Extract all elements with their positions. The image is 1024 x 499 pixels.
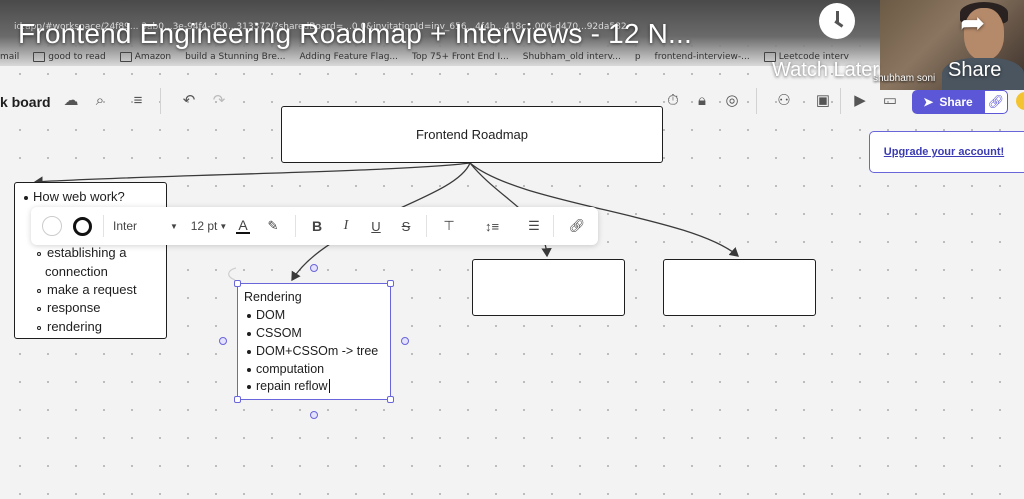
node-empty[interactable] — [663, 259, 816, 316]
folder-icon — [33, 52, 46, 62]
presenter-webcam — [880, 0, 1024, 90]
bookmark-item[interactable]: frontend-interview-... — [654, 52, 750, 62]
bookmark-item[interactable]: Amazon — [119, 52, 171, 62]
bookmark-item[interactable]: Top 75+ Front End I... — [412, 52, 509, 62]
incognito-icon[interactable]: ◎ — [725, 92, 739, 109]
address-bar[interactable]: id.app/#workspace/24f89... 3ab0...3e-94f… — [14, 22, 627, 32]
stroke-color-swatch[interactable] — [71, 207, 93, 245]
resize-handle[interactable] — [234, 280, 241, 287]
lock-icon[interactable]: 🔒︎ — [698, 92, 706, 109]
connection-handle[interactable] — [401, 337, 409, 345]
italic-button[interactable]: I — [343, 218, 349, 233]
resize-handle[interactable] — [387, 396, 394, 403]
bookmark-item[interactable]: Adding Feature Flag... — [299, 52, 398, 62]
cloud-icon[interactable]: ☁ — [63, 92, 79, 109]
users-icon[interactable]: ⚇ — [777, 92, 791, 109]
connector-root-to-howweb — [33, 162, 471, 187]
bookmark-bar: mail good to read Amazon build a Stunnin… — [0, 50, 849, 64]
text-align-top-icon[interactable]: ⊤ — [443, 218, 455, 233]
highlight-pen-icon[interactable]: ✎ — [267, 218, 279, 233]
avatar[interactable] — [1016, 92, 1024, 110]
chevron-down-icon[interactable]: ▼ — [170, 221, 178, 231]
bold-button[interactable]: B — [311, 218, 323, 234]
line-height-icon[interactable]: ↕≡ — [484, 218, 500, 234]
bookmark-item[interactable]: Leetcode interv — [763, 52, 849, 62]
presenter-name: shubham soni — [873, 73, 936, 84]
underline-button[interactable]: U — [371, 218, 381, 234]
video-share-button[interactable]: Share — [948, 59, 1002, 81]
folder-icon — [119, 52, 132, 62]
browser-chrome: id.app/#workspace/24f89... 3ab0...3e-94f… — [0, 0, 1024, 66]
node-rendering-selected[interactable]: Rendering DOM CSSOM DOM+CSSOm -> tree co… — [237, 283, 391, 400]
folder-icon — [763, 52, 776, 62]
bookmark-item[interactable]: build a Stunning Bre... — [185, 52, 286, 62]
connector-rendering-stub — [228, 267, 237, 281]
present-icon[interactable]: ▶ — [854, 92, 866, 109]
strikethrough-button[interactable]: S — [401, 218, 411, 234]
text-color-button[interactable]: A — [233, 207, 253, 245]
send-icon: ➤ — [923, 95, 934, 109]
undo-icon[interactable]: ↶ — [182, 92, 196, 109]
link-icon[interactable]: 🔗︎ — [568, 218, 586, 233]
bulleted-list-icon[interactable]: ☰ — [528, 218, 540, 233]
bookmark-item[interactable]: Shubham_old interv... — [522, 52, 621, 62]
font-size-select[interactable]: 12 pt▼ — [190, 219, 228, 233]
clock-icon[interactable] — [819, 3, 855, 39]
node-empty[interactable] — [472, 259, 625, 316]
node-frontend-roadmap[interactable]: Frontend Roadmap — [281, 106, 663, 163]
video-icon[interactable]: ▭ — [882, 92, 898, 109]
chat-icon[interactable]: ▣ — [815, 92, 831, 109]
text-format-toolbar: Inter ▼ 12 pt▼ A ✎ B I U S ⊤ ↕≡ ☰ 🔗︎ — [31, 207, 598, 245]
font-family-select[interactable]: Inter — [113, 219, 138, 233]
connection-handle[interactable] — [310, 264, 318, 272]
chevron-down-icon: ▼ — [219, 221, 228, 231]
resize-handle[interactable] — [234, 396, 241, 403]
bookmark-item[interactable]: good to read — [33, 52, 106, 62]
connection-handle[interactable] — [219, 337, 227, 345]
upgrade-banner: Upgrade your account! — [869, 131, 1024, 173]
timer-icon[interactable]: ⏱ — [667, 92, 679, 109]
share-arrow-icon[interactable]: ➦ — [960, 7, 986, 40]
bookmark-item[interactable]: mail — [0, 52, 20, 62]
board-name[interactable]: k board — [0, 94, 51, 110]
node-how-web-work[interactable]: How web work? establishing a connection … — [14, 182, 167, 339]
redo-icon[interactable]: ↷ — [212, 92, 226, 109]
connection-handle[interactable] — [310, 411, 318, 419]
watch-later-button[interactable]: Watch Later — [772, 59, 880, 81]
resize-handle[interactable] — [387, 280, 394, 287]
upgrade-account-link[interactable]: Upgrade your account! — [883, 146, 1005, 158]
video-title[interactable]: Frontend Engineering Roadmap + Interview… — [18, 18, 692, 49]
fill-color-swatch[interactable] — [41, 207, 63, 245]
menu-icon[interactable]: ≡ — [133, 92, 143, 109]
link-icon[interactable]: 🔗︎ — [984, 90, 1008, 114]
search-icon[interactable]: ⌕ — [95, 92, 105, 109]
share-button[interactable]: ➤ Share — [912, 90, 984, 114]
bookmark-item[interactable]: p — [634, 52, 641, 62]
